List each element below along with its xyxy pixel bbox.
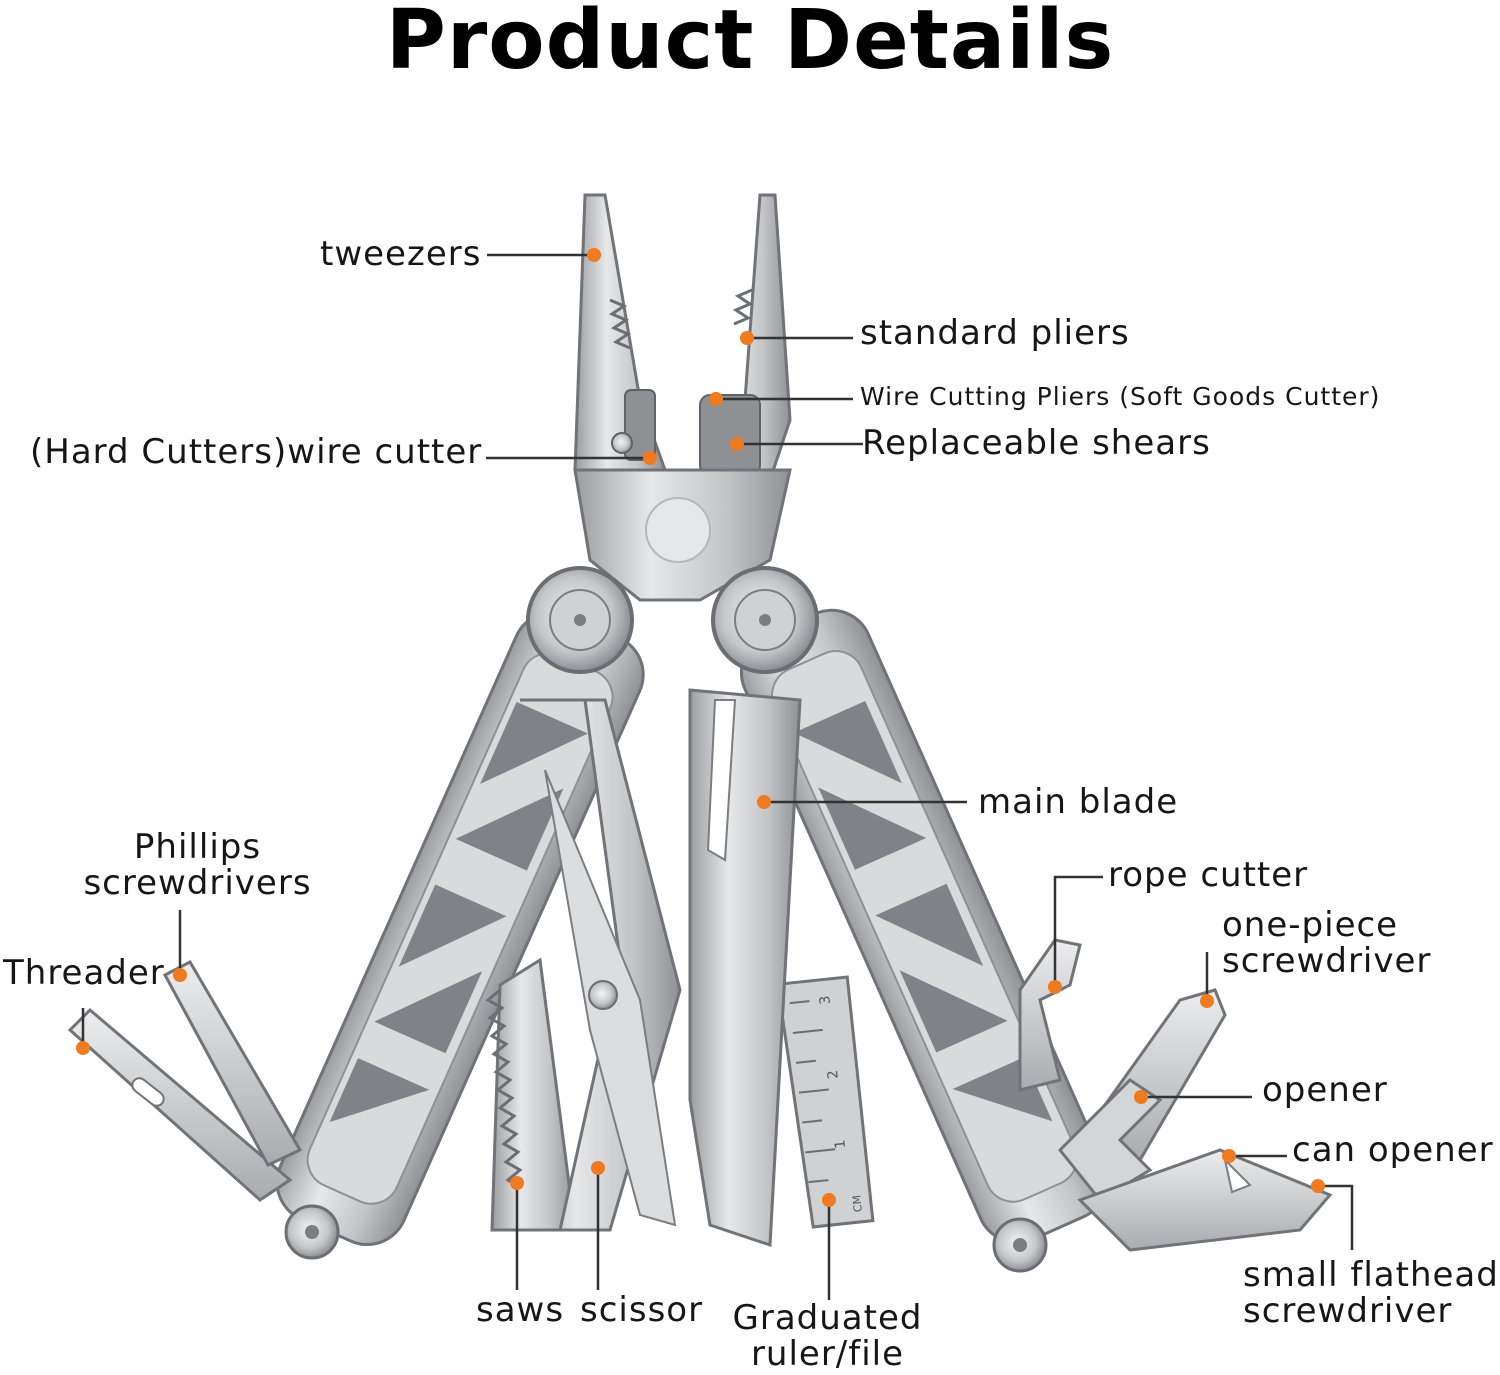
label-graduated-line2: ruler/file (750, 1334, 905, 1374)
dot-can-opener (1222, 1149, 1236, 1163)
ruler-mark-1: 1 (832, 1139, 849, 1150)
ruler-mark-3: 3 (817, 995, 834, 1006)
label-wire-cutting-pliers: Wire Cutting Pliers (Soft Goods Cutter) (860, 382, 1381, 411)
label-phillips-line2: screwdrivers (83, 863, 312, 903)
label-rope-cutter: rope cutter (1108, 855, 1309, 895)
dot-saws (510, 1176, 524, 1190)
leader-lines (81, 253, 1354, 1300)
rope-cutter-tool (1018, 938, 1082, 1092)
label-one-piece-line1: one-piece (1222, 905, 1399, 945)
dot-main-blade (757, 795, 771, 809)
label-one-piece-screwdriver: one-piece screwdriver (1222, 907, 1431, 979)
label-threader: Threader (3, 953, 165, 993)
dot-scissor (591, 1161, 605, 1175)
dot-opener (1134, 1090, 1148, 1104)
label-opener: opener (1262, 1070, 1388, 1110)
label-standard-pliers: standard pliers (860, 313, 1130, 353)
main-blade (688, 688, 802, 1248)
page-title: Product Details (385, 0, 1115, 88)
ruler-mark-cm: CM (850, 1194, 865, 1212)
label-replaceable-shears: Replaceable shears (862, 423, 1211, 463)
dot-tweezers (587, 248, 601, 262)
dot-hard-cutters (643, 451, 657, 465)
ruler-file: 3 2 1 CM (775, 975, 875, 1229)
label-phillips-line1: Phillips (133, 827, 262, 867)
label-scissor: scissor (580, 1290, 704, 1330)
dot-standard-pliers (740, 331, 754, 345)
label-graduated-line1: Graduated (732, 1298, 923, 1338)
dot-graduated (822, 1193, 836, 1207)
dot-small-flathead (1311, 1179, 1325, 1193)
callout-dots (76, 248, 1325, 1207)
label-can-opener: can opener (1292, 1130, 1494, 1170)
label-small-flathead-line1: small flathead (1243, 1255, 1499, 1295)
label-phillips-screwdrivers: Phillips screwdrivers (80, 829, 315, 901)
label-saws: saws (476, 1290, 565, 1330)
label-tweezers: tweezers (320, 234, 482, 274)
leader-rope-cutter (1053, 875, 1103, 987)
dot-replaceable-shears (730, 437, 744, 451)
label-main-blade: main blade (978, 782, 1179, 822)
dot-threader (76, 1041, 90, 1055)
phillips-tool (162, 960, 303, 1167)
dot-wire-cutting (709, 392, 723, 406)
leader-small-flathead (1318, 1184, 1354, 1250)
label-small-flathead-line2: screwdriver (1243, 1291, 1453, 1331)
label-one-piece-line2: screwdriver (1222, 941, 1432, 981)
label-small-flathead-screwdriver: small flathead screwdriver (1243, 1257, 1499, 1329)
ruler-mark-2: 2 (825, 1069, 842, 1080)
dot-rope-cutter (1048, 980, 1062, 994)
label-hard-cutters: (Hard Cutters)wire cutter (30, 432, 483, 472)
multitool-illustration: 3 2 1 CM (67, 193, 1333, 1273)
dot-one-piece (1200, 994, 1214, 1008)
label-graduated-ruler-file: Graduated ruler/file (720, 1300, 935, 1372)
dot-phillips (173, 968, 187, 982)
can-opener-tool (1077, 1148, 1333, 1252)
